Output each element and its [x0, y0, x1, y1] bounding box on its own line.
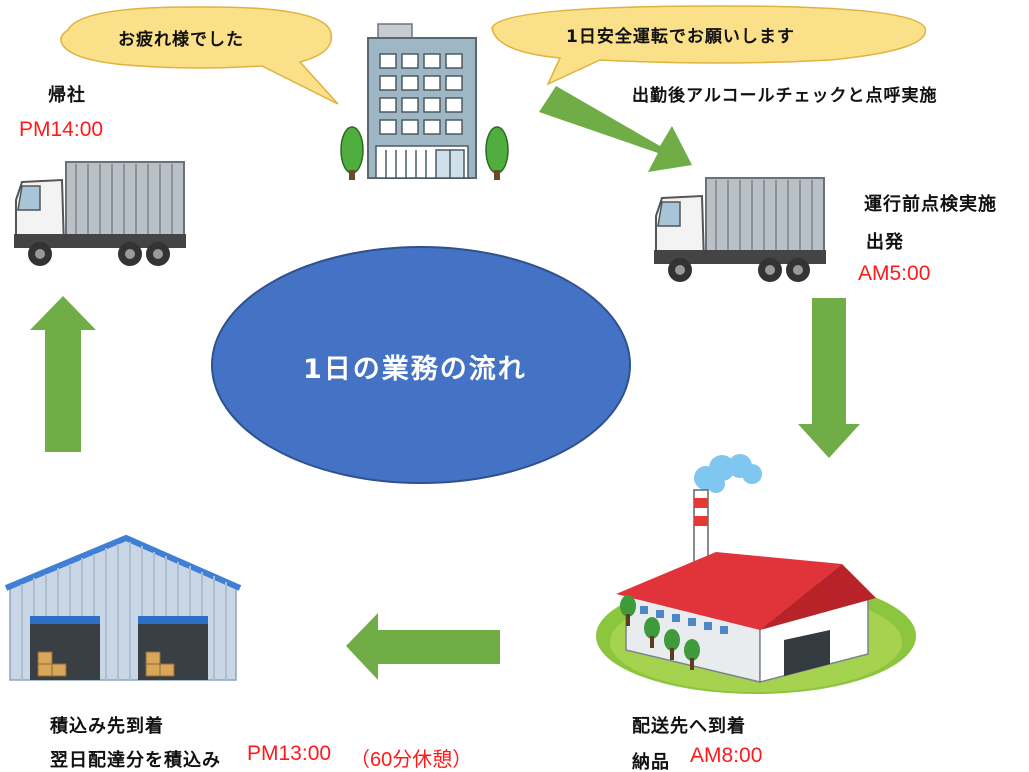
speech-bubble-left-text: お疲れ様でした	[118, 30, 244, 50]
step-delivery-label-1: 配送先へ到着	[632, 716, 746, 737]
step-depart-label-1: 運行前点検実施	[864, 194, 997, 215]
step-loading-label-1: 積込み先到着	[50, 716, 164, 737]
step-loading-label-2: 翌日配達分を積込み	[50, 750, 221, 771]
step-depart-label-2: 出発	[866, 232, 904, 253]
step-loading-time: PM13:00	[247, 742, 332, 765]
speech-bubble-right-text: 1日安全運転でお願いします	[566, 27, 795, 47]
step-return-time: PM14:00	[19, 118, 104, 141]
step-delivery-label-2: 納品	[632, 752, 670, 772]
step-office-label: 出勤後アルコールチェックと点呼実施	[632, 86, 938, 106]
step-loading-note: （60分休憩）	[350, 749, 473, 771]
step-return-label: 帰社	[48, 85, 86, 106]
center-title: 1日の業務の流れ	[303, 354, 527, 385]
step-delivery-time: AM8:00	[690, 744, 763, 767]
step-depart-time: AM5:00	[858, 262, 931, 285]
